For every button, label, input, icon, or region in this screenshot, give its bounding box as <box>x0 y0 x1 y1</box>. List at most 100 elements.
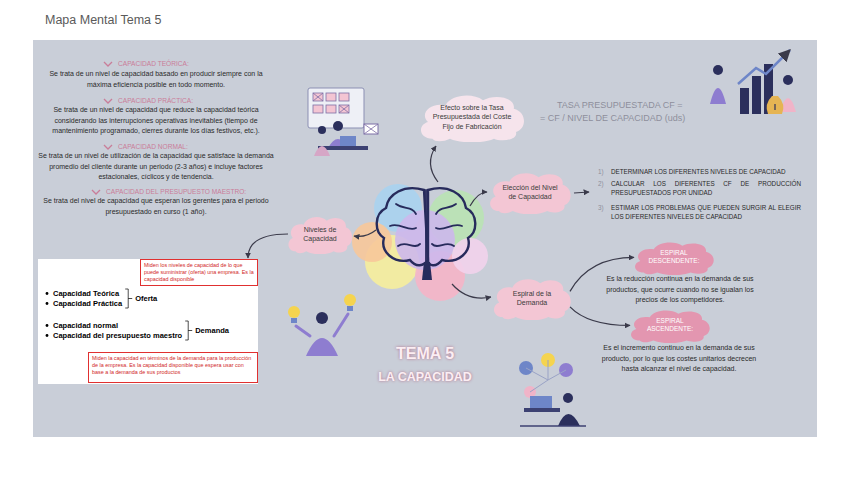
theme-subtitle: LA CAPACIDAD <box>352 370 498 385</box>
note-text: Miden la capacidad en términos de la dem… <box>92 355 254 375</box>
rect-shape <box>326 93 336 101</box>
bullet-text: Oferta <box>135 294 157 303</box>
path-shape <box>104 99 112 103</box>
path-shape <box>430 146 438 182</box>
note-box: Miden la capacidad en términos de la dem… <box>88 352 258 383</box>
rect-shape <box>340 136 356 146</box>
circle-shape <box>452 238 488 274</box>
section-heading: CAPACIDAD TEÓRICA: <box>118 59 189 68</box>
circle-shape <box>344 294 356 306</box>
bullet-dot <box>46 324 49 327</box>
list-number: 2) <box>598 179 604 188</box>
cloud-text-wrap: Efecto sobre la Tasa Presupuestada del C… <box>429 103 515 130</box>
note-box: Miden los niveles de capacidad de lo que… <box>140 259 258 286</box>
definition-text: Se trata del nivel de capacidad que espe… <box>38 196 274 217</box>
definition-text: Es el incremento continuo en la demanda … <box>596 343 762 375</box>
bullet-text: Demanda <box>195 326 229 335</box>
path-shape <box>314 146 330 156</box>
background-panel <box>33 40 817 437</box>
bullet-text: Capacidad normal <box>53 321 118 330</box>
path-shape <box>390 190 462 262</box>
circle-shape <box>563 393 573 403</box>
node-text: ESPIRAL DESCENDENTE: <box>644 249 704 266</box>
bullet-text: Capacidad Teórica <box>53 289 119 298</box>
topic-cloud: Niveles de Capacidad <box>286 214 354 254</box>
rect-shape <box>347 306 353 311</box>
path-shape <box>104 62 112 66</box>
circle-shape <box>288 306 300 318</box>
list-number: 1) <box>598 167 604 176</box>
section-heading: CAPACIDAD PRÁCTICA: <box>118 96 193 105</box>
bullet-dot <box>46 334 49 337</box>
bullet-text: Capacidad del presupuesto maestro <box>53 331 182 340</box>
node-text: Espiral de la Demanda <box>503 289 561 307</box>
path-shape <box>558 414 580 426</box>
summary-box: Capacidad TeóricaCapacidad PrácticaOfert… <box>38 259 258 384</box>
topic-cloud: Espiral de la Demanda <box>491 276 573 320</box>
path-shape <box>470 192 487 206</box>
page-title: Mapa Mental Tema 5 <box>45 13 162 27</box>
section-heading: CAPACIDAD NORMAL: <box>118 142 188 151</box>
path-shape <box>364 124 378 134</box>
cloud-shape <box>286 214 354 254</box>
brace-line <box>125 289 132 308</box>
circle-shape <box>318 126 326 134</box>
circle-shape <box>316 312 328 324</box>
growth-illustration <box>710 50 796 114</box>
path-shape <box>306 338 338 356</box>
node-text: Niveles de Capacidad <box>298 225 342 243</box>
cloud-outline <box>490 173 571 214</box>
path-shape <box>104 145 112 149</box>
definition-text: Se trata de un nivel de utilización de l… <box>38 151 274 183</box>
topic-cloud: Efecto sobre la Tasa Presupuestada del C… <box>417 92 527 142</box>
work-illustration <box>519 353 586 426</box>
note-text: Miden los niveles de capacidad de lo que… <box>144 262 254 282</box>
connector-arrow <box>248 234 288 258</box>
brain-arrows <box>354 146 589 298</box>
bullet-dot <box>46 302 49 305</box>
path-shape <box>774 104 775 110</box>
subtopic-cloud: ESPIRAL DESCENDENTE: <box>632 240 716 275</box>
rect-shape <box>339 93 349 101</box>
path-shape <box>422 262 432 280</box>
theme-title: TEMA 5 <box>362 344 488 363</box>
list-number: 3) <box>598 203 604 212</box>
cloud-shape <box>491 276 573 320</box>
rect-shape <box>740 88 749 114</box>
rect-shape <box>326 105 336 113</box>
rect-shape <box>313 105 323 113</box>
cloud-outline <box>635 243 714 275</box>
brace-line <box>185 321 192 340</box>
cloud-text-wrap: ESPIRAL ASCENDENTE: <box>640 317 700 334</box>
rect-shape <box>524 408 560 412</box>
list-item: CALCULAR LOS DIFERENTES CF DE PRODUCCIÓN… <box>611 179 801 197</box>
cloud-shape <box>487 170 573 214</box>
circle-shape <box>783 75 793 85</box>
path-shape <box>296 314 348 336</box>
cloud-outline <box>494 279 571 320</box>
path-shape <box>313 93 349 113</box>
section-heading: CAPACIDAD DEL PRESUPUESTO MAESTRO: <box>106 187 246 196</box>
rect-shape <box>752 76 761 114</box>
circle-shape <box>333 121 343 131</box>
cloud-outline <box>421 96 524 142</box>
cloud-text-wrap: ESPIRAL DESCENDENTE: <box>644 249 704 266</box>
idea-illustration <box>288 294 356 356</box>
rect-shape <box>364 124 378 134</box>
path-shape <box>526 360 566 392</box>
definition-text: Se trata de un nivel de capacidad basado… <box>38 69 274 90</box>
team-illustration <box>308 88 378 156</box>
circle-shape <box>713 65 723 75</box>
definition-text: Se trata de un nivel de capacidad que re… <box>38 105 274 137</box>
cloud-text-wrap: Niveles de Capacidad <box>298 225 342 243</box>
path-shape <box>354 230 376 236</box>
path-shape <box>767 96 784 114</box>
subtopic-cloud: ESPIRAL ASCENDENTE: <box>628 308 712 343</box>
cloud-text-wrap: Elección del Nivel de Capacidad <box>499 183 561 201</box>
path-shape <box>520 425 586 427</box>
formula-text: TASA PRESUPUESTADA CF = <box>557 100 682 111</box>
path-shape <box>710 88 726 104</box>
bullet-dot <box>46 292 49 295</box>
list-item: DETERMINAR LOS DIFERENTES NIVELES DE CAP… <box>611 167 801 176</box>
